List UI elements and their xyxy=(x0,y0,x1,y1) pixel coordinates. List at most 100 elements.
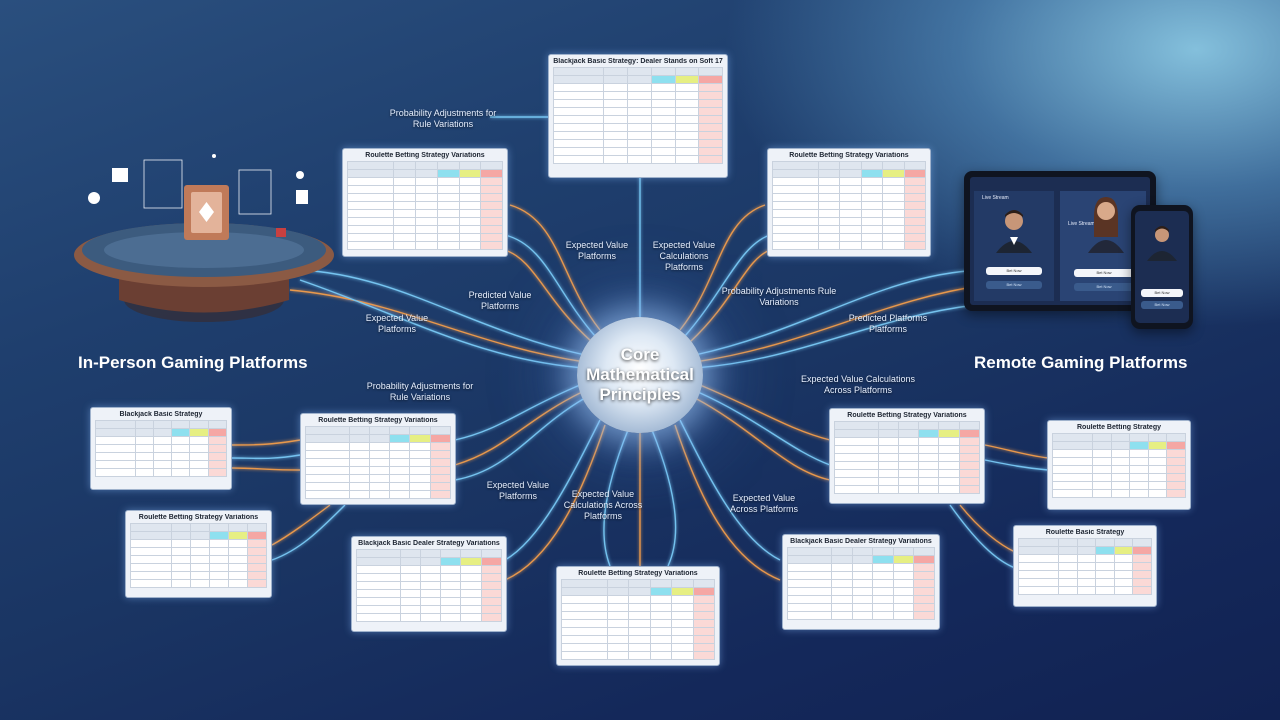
strategy-card-bottom-center[interactable]: Roulette Betting Strategy Variations xyxy=(556,566,720,666)
inperson-title: In-Person Gaming Platforms xyxy=(78,353,308,372)
link-bc-3 xyxy=(651,429,677,567)
link-r4 xyxy=(949,504,1016,569)
tablet-bet-button-3[interactable]: Bet Now xyxy=(1074,269,1134,277)
connector-label: Expected Value Platforms xyxy=(365,313,429,334)
hub-label: Core Mathematical Principles xyxy=(586,345,694,404)
remote-title: Remote Gaming Platforms xyxy=(974,353,1188,372)
card-grid xyxy=(772,161,927,250)
card-grid xyxy=(552,67,723,164)
tablet-bet-button-4[interactable]: Bet Now xyxy=(1074,283,1134,291)
link-l2 xyxy=(231,454,301,460)
connector-label: Probability Adjustments for Rule Variati… xyxy=(366,381,474,402)
link-inperson-2 xyxy=(289,289,586,363)
phone-bet-button-2[interactable]: Bet Now xyxy=(1141,301,1183,309)
tablet-bet-button-1[interactable]: Bet Now xyxy=(986,267,1042,275)
phone-dealer-portrait xyxy=(1147,226,1177,261)
card-title: Blackjack Basic Strategy: Dealer Stands … xyxy=(553,58,723,65)
link-inperson-1 xyxy=(299,269,586,356)
link-tr-3 xyxy=(689,249,771,343)
card-title: Blackjack Basic Strategy xyxy=(119,411,203,418)
connector-label: Expected Value Calculations Across Platf… xyxy=(801,374,915,395)
tablet-left-pane: Live Stream Bet Now Bet Now xyxy=(974,191,1054,301)
tablet-bet-button-2[interactable]: Bet Now xyxy=(986,281,1042,289)
link-l3 xyxy=(231,467,301,471)
link-tl-3 xyxy=(504,249,593,343)
link-mr-1 xyxy=(699,384,831,441)
connector-label: Predicted Value Platforms xyxy=(468,290,532,311)
connector-label: Predicted Platforms Platforms xyxy=(848,313,928,334)
link-br-1 xyxy=(679,419,781,561)
phone-device: Bet Now Bet Now xyxy=(1131,205,1193,329)
link-bc-2 xyxy=(603,429,629,567)
card-title: Blackjack Basic Dealer Strategy Variatio… xyxy=(790,538,932,545)
link-mr-3 xyxy=(694,397,831,481)
card-title: Roulette Betting Strategy Variations xyxy=(318,417,438,424)
strategy-card-left-2[interactable]: Roulette Betting Strategy Variations xyxy=(300,413,456,505)
card-grid xyxy=(561,579,716,660)
card-title: Roulette Basic Strategy xyxy=(1045,529,1125,536)
link-tl-1 xyxy=(509,204,601,331)
connector-label: Expected Value Across Platforms xyxy=(729,493,798,514)
link-br-2 xyxy=(674,424,781,581)
link-r1 xyxy=(984,444,1049,459)
link-remote-1 xyxy=(694,269,981,356)
link-mr-2 xyxy=(697,391,831,466)
strategy-card-top-right[interactable]: Roulette Betting Strategy Variations xyxy=(767,148,931,257)
card-grid xyxy=(305,426,452,499)
card-grid xyxy=(356,549,503,622)
connector-label: Expected Value Platforms xyxy=(565,240,629,261)
link-l4 xyxy=(271,504,331,546)
tablet-device: Live Stream Bet Now Bet Now Live Stream … xyxy=(964,171,1156,311)
link-r2 xyxy=(984,459,1049,471)
tablet-right-label: Live Stream xyxy=(1068,221,1095,227)
dealer-portrait-female xyxy=(1088,197,1124,253)
card-grid xyxy=(129,523,267,588)
strategy-card-right-1[interactable]: Roulette Betting Strategy xyxy=(1047,420,1191,510)
card-grid xyxy=(346,161,503,250)
link-remote-3 xyxy=(694,304,976,369)
connector-label: Expected Value Platforms xyxy=(486,480,550,501)
link-ml-2 xyxy=(454,391,583,466)
card-title: Roulette Betting Strategy Variations xyxy=(847,412,967,419)
connector-label: Expected Value Calculations Across Platf… xyxy=(563,489,643,521)
card-grid xyxy=(786,547,935,620)
card-title: Roulette Betting Strategy Variations xyxy=(789,152,909,159)
card-title: Roulette Betting Strategy Variations xyxy=(138,514,259,521)
core-hub: Core Mathematical Principles xyxy=(577,317,703,433)
link-r3 xyxy=(959,504,1016,553)
tablet-left-label: Live Stream xyxy=(982,195,1009,201)
strategy-card-right-3[interactable]: Roulette Basic Strategy xyxy=(1013,525,1157,607)
strategy-card-bottom-right[interactable]: Blackjack Basic Dealer Strategy Variatio… xyxy=(782,534,940,630)
link-tr-1 xyxy=(679,204,766,331)
link-remote-2 xyxy=(694,284,986,363)
card-grid xyxy=(1051,433,1186,498)
connector-label: Probability Adjustments Rule Variations xyxy=(721,286,837,307)
link-bl-2 xyxy=(504,424,606,581)
card-title: Roulette Betting Strategy Variations xyxy=(365,152,485,159)
link-l5 xyxy=(271,504,346,561)
link-ml-3 xyxy=(454,397,586,481)
strategy-card-top-left[interactable]: Roulette Betting Strategy Variations xyxy=(342,148,508,257)
link-tl-2 xyxy=(504,234,596,337)
dealer-portrait-male xyxy=(996,210,1032,253)
card-grid xyxy=(834,421,981,494)
link-l1 xyxy=(231,439,301,446)
card-grid xyxy=(1017,538,1152,595)
card-title: Roulette Betting Strategy Variations xyxy=(578,570,698,577)
strategy-card-bottom-left[interactable]: Blackjack Basic Dealer Strategy Variatio… xyxy=(351,536,507,632)
casino-table-illustration xyxy=(74,154,334,322)
strategy-card-right-2[interactable]: Roulette Betting Strategy Variations xyxy=(829,408,985,504)
link-inperson-3 xyxy=(299,279,586,369)
link-bl-1 xyxy=(504,419,601,561)
card-title: Blackjack Basic Dealer Strategy Variatio… xyxy=(358,540,500,547)
strategy-card-left-3[interactable]: Roulette Betting Strategy Variations xyxy=(125,510,272,598)
card-grid xyxy=(95,420,228,477)
card-title: Roulette Betting Strategy xyxy=(1076,424,1161,431)
strategy-card-top[interactable]: Blackjack Basic Strategy: Dealer Stands … xyxy=(548,54,728,178)
connector-label: Probability Adjustments for Rule Variati… xyxy=(389,108,497,129)
phone-bet-button-1[interactable]: Bet Now xyxy=(1141,289,1183,297)
link-tr-2 xyxy=(684,234,771,337)
strategy-card-left-1[interactable]: Blackjack Basic Strategy xyxy=(90,407,232,490)
link-ml-1 xyxy=(454,384,581,441)
